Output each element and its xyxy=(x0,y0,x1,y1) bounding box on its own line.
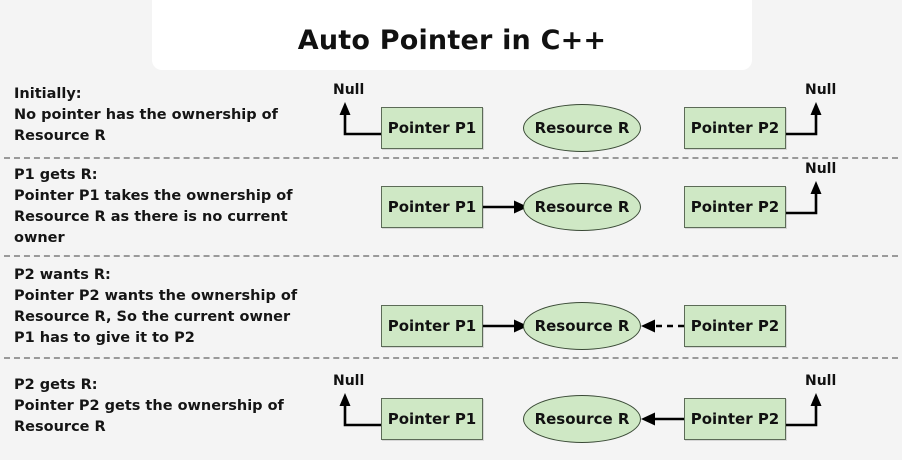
step-lead-p1-gets-r: P1 gets R: xyxy=(14,167,98,183)
step-body-p1-gets-r: Pointer P1 takes the ownership of Resour… xyxy=(14,188,293,246)
row-divider-3 xyxy=(4,357,898,359)
null-label-p2-row1: Null xyxy=(805,82,837,98)
step-description-p2-gets-r: P2 gets R: Pointer P2 gets the ownership… xyxy=(14,375,314,438)
resource-r-ellipse-row4: Resource R xyxy=(523,395,641,443)
step-description-initially: Initially: No pointer has the ownership … xyxy=(14,84,314,147)
page-title: Auto Pointer in C++ xyxy=(297,25,607,56)
step-description-p1-gets-r: P1 gets R: Pointer P1 takes the ownershi… xyxy=(14,165,314,249)
pointer-p2-box-row3: Pointer P2 xyxy=(684,305,786,347)
resource-r-label-row4: Resource R xyxy=(534,410,630,428)
resource-r-label-row1: Resource R xyxy=(534,119,630,137)
pointer-p2-box-row2: Pointer P2 xyxy=(684,186,786,228)
step-lead-p2-wants-r: P2 wants R: xyxy=(14,267,111,283)
pointer-p2-box-row1: Pointer P2 xyxy=(684,107,786,149)
pointer-p1-label-row2: Pointer P1 xyxy=(387,198,477,216)
pointer-p1-box-row2: Pointer P1 xyxy=(381,186,483,228)
resource-r-label-row3: Resource R xyxy=(534,317,630,335)
pointer-p1-label-row1: Pointer P1 xyxy=(387,119,477,137)
row-divider-1 xyxy=(4,157,898,159)
p1-to-resource-arrow-row3 xyxy=(483,319,528,333)
pointer-p2-label-row4: Pointer P2 xyxy=(690,410,780,428)
p2-to-resource-dashed-arrow-row3 xyxy=(641,319,684,333)
title-card: Auto Pointer in C++ xyxy=(152,0,752,70)
pointer-p1-label-row3: Pointer P1 xyxy=(387,317,477,335)
step-body-p2-wants-r: Pointer P2 wants the ownership of Resour… xyxy=(14,288,298,346)
null-label-p2-row2: Null xyxy=(805,161,837,177)
p1-null-arrow-row4 xyxy=(339,393,381,427)
step-body-p2-gets-r: Pointer P2 gets the ownership of Resourc… xyxy=(14,398,284,435)
pointer-p1-label-row4: Pointer P1 xyxy=(387,410,477,428)
pointer-p2-label-row2: Pointer P2 xyxy=(690,198,780,216)
p2-null-arrow-row2 xyxy=(786,181,822,215)
pointer-p1-box-row3: Pointer P1 xyxy=(381,305,483,347)
step-description-p2-wants-r: P2 wants R: Pointer P2 wants the ownersh… xyxy=(14,265,314,349)
resource-r-label-row2: Resource R xyxy=(534,198,630,216)
row-divider-2 xyxy=(4,255,898,257)
p1-null-arrow-row1 xyxy=(339,102,381,136)
null-label-p1-row1: Null xyxy=(333,82,365,98)
pointer-p2-box-row4: Pointer P2 xyxy=(684,398,786,440)
pointer-p1-box-row4: Pointer P1 xyxy=(381,398,483,440)
p2-null-arrow-row4 xyxy=(786,393,822,427)
pointer-p2-label-row1: Pointer P2 xyxy=(690,119,780,137)
resource-r-ellipse-row3: Resource R xyxy=(523,302,641,350)
step-body-initially: No pointer has the ownership of Resource… xyxy=(14,107,278,144)
p2-to-resource-arrow-row4 xyxy=(641,412,684,426)
null-label-p2-row4: Null xyxy=(805,373,837,389)
null-label-p1-row4: Null xyxy=(333,373,365,389)
resource-r-ellipse-row2: Resource R xyxy=(523,183,641,231)
resource-r-ellipse-row1: Resource R xyxy=(523,104,641,152)
p2-null-arrow-row1 xyxy=(786,102,822,136)
pointer-p2-label-row3: Pointer P2 xyxy=(690,317,780,335)
p1-to-resource-arrow-row2 xyxy=(483,200,528,214)
step-lead-initially: Initially: xyxy=(14,86,82,102)
pointer-p1-box-row1: Pointer P1 xyxy=(381,107,483,149)
step-lead-p2-gets-r: P2 gets R: xyxy=(14,377,98,393)
